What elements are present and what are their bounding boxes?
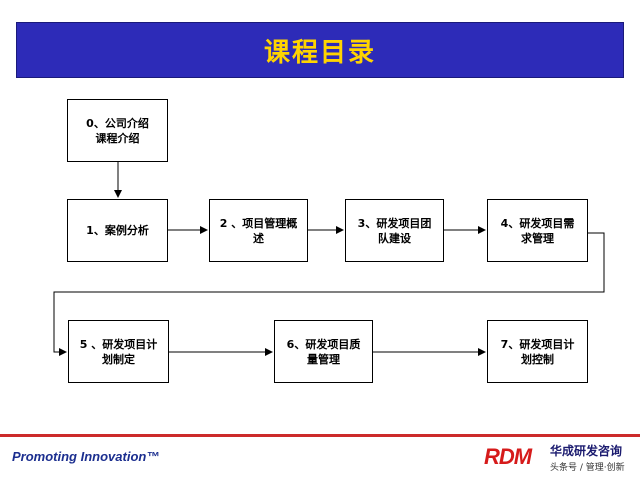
logo-subtitle: 头条号 / 管理·创新 [550, 463, 625, 473]
node-0-intro: 0、公司介绍 课程介绍 [67, 99, 168, 162]
page-title: 课程目录 [263, 37, 376, 68]
node-2-pm-overview: 2 、项目管理概 述 [209, 199, 308, 262]
node-5-planning: 5 、研发项目计 划制定 [68, 320, 169, 383]
footer-slogan: Promoting Innovation™ [12, 449, 160, 464]
node-6-quality: 6、研发项目质 量管理 [274, 320, 373, 383]
logo-mark: RDM [484, 444, 532, 469]
node-4-requirements: 4、研发项目需 求管理 [487, 199, 588, 262]
footer-divider [0, 434, 640, 437]
node-7-control: 7、研发项目计 划控制 [487, 320, 588, 383]
edge-4-5 [53, 232, 605, 356]
node-3-team-building: 3、研发项目团 队建设 [345, 199, 444, 262]
company-logo: RDM 华成研发咨询 头条号 / 管理·创新 [484, 442, 632, 476]
node-1-case-analysis: 1、案例分析 [67, 199, 168, 262]
title-banner: 课程目录 [16, 22, 624, 78]
logo-name: 华成研发咨询 [550, 444, 623, 458]
